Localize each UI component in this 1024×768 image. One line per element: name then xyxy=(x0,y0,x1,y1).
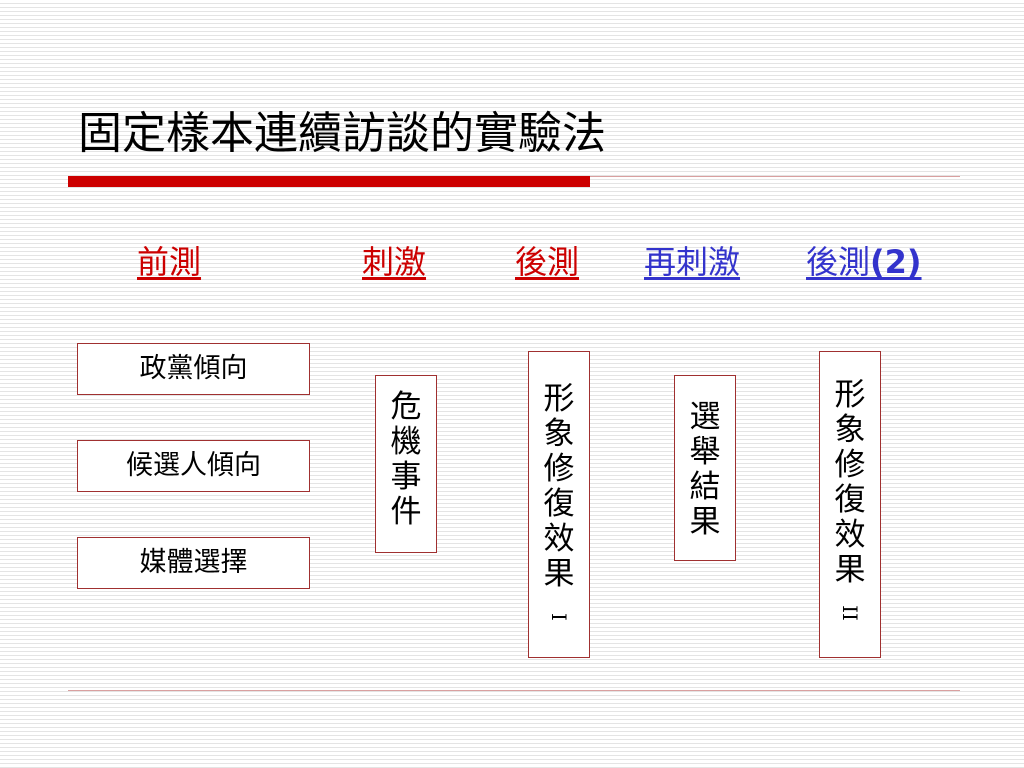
posttest-numeral: I xyxy=(547,613,571,621)
stimulus-box: 危 機 事 件 xyxy=(375,375,437,553)
stimulus-char: 機 xyxy=(390,424,422,460)
restimulus-char: 結 xyxy=(689,469,721,505)
posttest-char: 果 xyxy=(543,556,575,592)
posttest-char: 形 xyxy=(543,381,575,417)
stage-stimulus-label: 刺激 xyxy=(362,243,427,281)
stage-posttest-2-label: 後測 xyxy=(806,243,871,281)
footer-divider xyxy=(68,690,960,691)
stage-pretest[interactable]: 前測 xyxy=(137,240,201,284)
restimulus-char: 果 xyxy=(689,504,721,540)
stimulus-char: 事 xyxy=(390,459,422,495)
posttest-box: 形 象 修 復 效 果 I xyxy=(528,351,590,658)
title-underline-thin xyxy=(590,176,960,177)
posttest-2-char: 果 xyxy=(834,552,866,588)
posttest-char: 修 xyxy=(543,451,575,487)
stage-stimulus[interactable]: 刺激 xyxy=(362,240,426,284)
stage-restimulus[interactable]: 再刺激 xyxy=(644,240,740,284)
posttest-2-char: 修 xyxy=(834,447,866,483)
stimulus-char: 件 xyxy=(390,494,422,530)
stage-posttest-2-suffix: (2) xyxy=(870,243,922,281)
stimulus-char: 危 xyxy=(390,389,422,425)
posttest-2-numeral: II xyxy=(838,605,862,621)
posttest-char: 復 xyxy=(543,486,575,522)
pretest-box-party: 政黨傾向 xyxy=(77,343,310,395)
restimulus-char: 舉 xyxy=(689,434,721,470)
pretest-box-media: 媒體選擇 xyxy=(77,537,310,589)
pretest-box-candidate: 候選人傾向 xyxy=(77,440,310,492)
restimulus-box: 選 舉 結 果 xyxy=(674,375,736,561)
page-title: 固定樣本連續訪談的實驗法 xyxy=(78,108,606,159)
stage-restimulus-label: 再刺激 xyxy=(644,243,741,281)
posttest-2-char: 形 xyxy=(834,377,866,413)
restimulus-char: 選 xyxy=(689,399,721,435)
posttest-2-char: 象 xyxy=(834,412,866,448)
title-underline-bar xyxy=(68,176,590,187)
stage-posttest[interactable]: 後測 xyxy=(515,240,579,284)
posttest-2-box: 形 象 修 復 效 果 II xyxy=(819,351,881,658)
posttest-char: 象 xyxy=(543,416,575,452)
stage-posttest-2[interactable]: 後測(2) xyxy=(806,240,922,284)
posttest-2-char: 復 xyxy=(834,482,866,518)
posttest-2-char: 效 xyxy=(834,517,866,553)
posttest-char: 效 xyxy=(543,521,575,557)
stage-posttest-label: 後測 xyxy=(515,243,580,281)
stage-pretest-label: 前測 xyxy=(137,243,202,281)
